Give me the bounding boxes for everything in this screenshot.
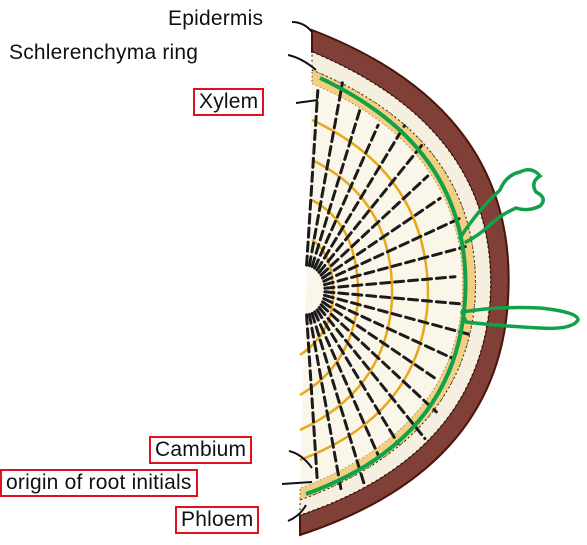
label-origin-of-root-initials: origin of root initials [0,469,198,497]
label-cambium: Cambium [149,436,252,464]
label-phloem: Phloem [175,506,259,534]
label-epidermis: Epidermis [168,7,263,31]
label-xylem: Xylem [193,88,264,116]
label-schlerenchyma-ring: Schlerenchyma ring [9,41,198,65]
